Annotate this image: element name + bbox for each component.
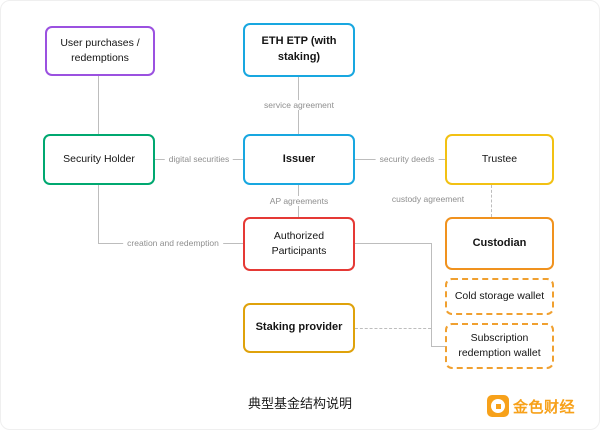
edge-label-service-agreement: service agreement bbox=[260, 100, 338, 110]
node-security-holder: Security Holder bbox=[43, 134, 155, 185]
diagram-caption: 典型基金结构说明 bbox=[247, 396, 352, 411]
node-label-cold-storage-wallet: Cold storage wallet bbox=[454, 289, 545, 302]
node-user-purchases-redemptions: User purchases / redemptions bbox=[45, 26, 155, 76]
node-label-issuer: Issuer bbox=[282, 152, 316, 165]
edge-label-custody-agreement: custody agreement bbox=[387, 194, 469, 204]
connector-trustee-to-custodian bbox=[491, 185, 492, 217]
node-label-authorized-participants: Authorized Participants bbox=[271, 229, 327, 257]
node-label-security-holder: Security Holder bbox=[63, 152, 135, 165]
edge-label-digital-securities: digital securities bbox=[164, 154, 234, 164]
connector-ap-to-junction bbox=[355, 243, 431, 244]
node-label-subscription-redemption-wallet: Subscription redemption wallet bbox=[458, 331, 541, 359]
brand-name-text: 金色财经 bbox=[513, 398, 576, 416]
connector-junction-to-subscription-wallet bbox=[431, 346, 445, 347]
connector-user-to-security-holder bbox=[98, 76, 99, 134]
node-label-custodian: Custodian bbox=[472, 236, 527, 249]
node-custodian: Custodian bbox=[445, 217, 554, 270]
node-eth-etp: ETH ETP (with staking) bbox=[243, 23, 355, 77]
node-subscription-redemption-wallet: Subscription redemption wallet bbox=[445, 323, 554, 369]
connector-security-holder-to-ap-vertical bbox=[98, 185, 99, 243]
brand-jinse-finance: 金色财经 bbox=[487, 395, 575, 417]
node-label-user-purchases: User purchases / redemptions bbox=[60, 36, 140, 64]
coin-hole-glyph bbox=[495, 403, 501, 409]
node-label-eth-etp: ETH ETP (with staking) bbox=[261, 35, 337, 63]
edge-label-security-deeds: security deeds bbox=[375, 154, 439, 164]
node-trustee: Trustee bbox=[445, 134, 554, 185]
edge-label-creation-and-redemption: creation and redemption bbox=[123, 238, 223, 248]
connector-junction-vertical bbox=[431, 243, 432, 346]
node-staking-provider: Staking provider bbox=[243, 303, 355, 353]
node-cold-storage-wallet: Cold storage wallet bbox=[445, 278, 554, 315]
coin-glyph bbox=[491, 399, 505, 413]
node-label-trustee: Trustee bbox=[481, 152, 518, 165]
node-authorized-participants: Authorized Participants bbox=[243, 217, 355, 271]
edge-label-ap-agreements: AP agreements bbox=[265, 196, 333, 206]
node-label-staking-provider: Staking provider bbox=[255, 321, 343, 334]
connector-staking-provider-to-junction bbox=[355, 328, 431, 329]
node-issuer: Issuer bbox=[243, 134, 355, 185]
jinse-finance-logo-icon bbox=[487, 395, 509, 417]
